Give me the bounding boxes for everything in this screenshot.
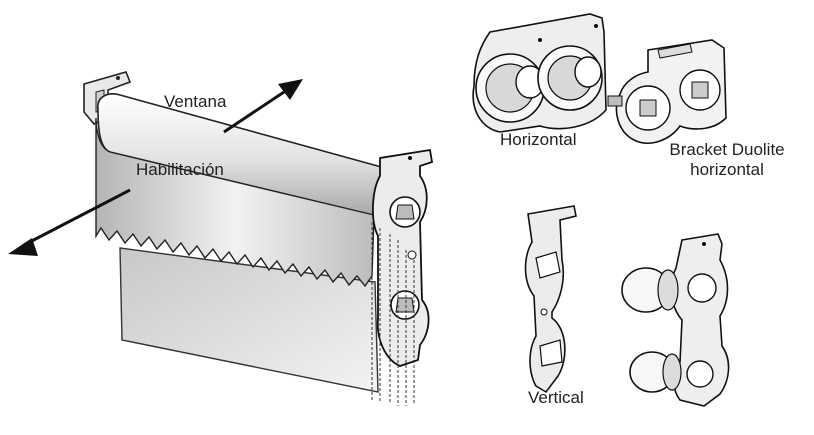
arrow-habilitacion-icon	[8, 188, 131, 256]
label-bracket-line2: horizontal	[690, 159, 764, 179]
roller-shade	[83, 71, 434, 406]
lower-fabric-panel	[119, 247, 379, 393]
front-fabric-panel	[95, 117, 375, 288]
vertical-clutch-left	[524, 205, 577, 394]
label-vertical: Vertical	[528, 388, 584, 407]
arrow-ventana-icon	[223, 79, 303, 134]
horizontal-clutch-assembly	[472, 13, 607, 133]
label-habilitacion: Habilitación	[136, 160, 224, 179]
vertical-clutch-right	[621, 233, 730, 407]
label-bracket-duolite: Bracket Duolite horizontal	[660, 140, 794, 179]
right-end-bracket	[372, 148, 434, 367]
label-bracket-line1: Bracket Duolite	[669, 140, 785, 159]
label-ventana: Ventana	[164, 92, 227, 111]
bead-chain-icon	[371, 222, 415, 406]
bracket-duolite-horizontal	[607, 39, 727, 144]
label-horizontal: Horizontal	[500, 130, 577, 149]
